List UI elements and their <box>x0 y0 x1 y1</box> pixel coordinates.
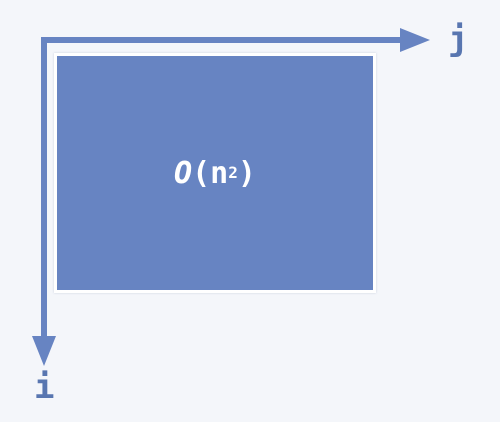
axis-i-label: i <box>34 367 55 407</box>
complexity-close: ) <box>237 155 256 191</box>
axis-j-label: j <box>448 19 469 59</box>
complexity-open: (n <box>192 155 229 191</box>
big-o-symbol: O <box>174 155 193 191</box>
axis-j-arrow <box>41 28 430 52</box>
axis-i-arrow <box>32 37 56 366</box>
